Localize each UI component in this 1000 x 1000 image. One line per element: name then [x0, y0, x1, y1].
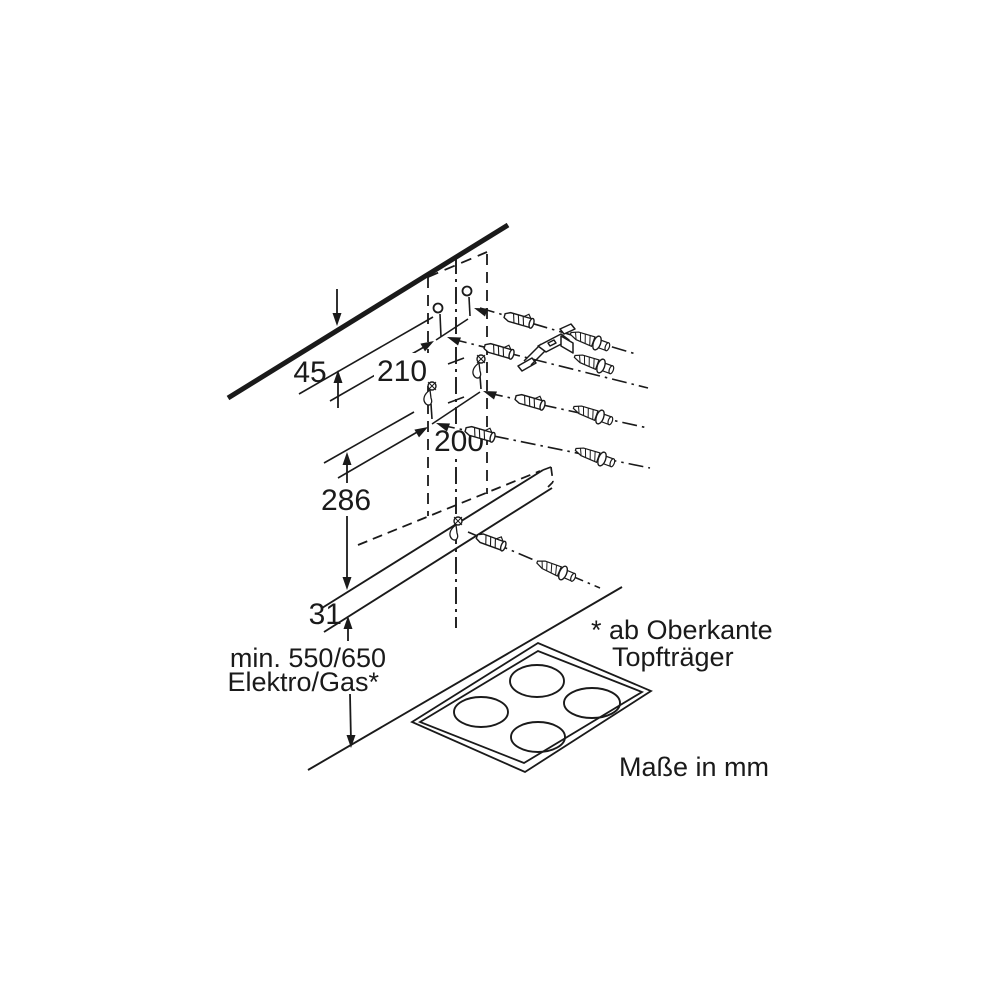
dimension-45: 45 — [293, 289, 343, 408]
burner — [453, 696, 509, 728]
wall-screw-right — [472, 354, 486, 379]
ceiling-line — [226, 222, 510, 401]
hood-bottom-edge — [321, 466, 554, 633]
lower-mounting-stems — [430, 375, 482, 420]
dimension-210: 210 — [329, 318, 469, 402]
dim-286-label: 286 — [321, 484, 371, 517]
min-height-label-line1: min. 550/650 — [230, 643, 386, 673]
dim-210-label: 210 — [377, 355, 427, 388]
countertop-line — [307, 586, 623, 771]
leader-arrowheads — [436, 308, 497, 432]
burner — [510, 721, 566, 753]
burner — [509, 664, 565, 698]
burner — [563, 687, 621, 719]
screw-icon — [569, 331, 611, 352]
wall-plug-icon — [503, 311, 535, 329]
units-note: Maße in mm — [619, 752, 769, 782]
screws — [536, 331, 616, 582]
dim-45-label: 45 — [293, 356, 326, 389]
dimension-31: 31 — [309, 598, 353, 641]
wall-plugs — [464, 311, 546, 552]
dimension-200: 200 — [337, 391, 486, 479]
asterisk-note: * ab Oberkante Topfträger — [591, 615, 773, 672]
duct-outline — [427, 251, 488, 516]
wall-screw-bottom — [449, 516, 463, 541]
top-mounting-holes — [432, 285, 473, 338]
mounting-bracket-icon — [517, 323, 576, 372]
top-holes-reference-line — [298, 316, 434, 395]
asterisk-note-line1: * ab Oberkante — [591, 615, 773, 645]
wall-screw-left — [423, 381, 437, 406]
lower-holes-reference-line — [323, 411, 415, 464]
min-height-label-line2: Elektro/Gas* — [227, 667, 379, 697]
asterisk-note-line2: Topfträger — [612, 642, 734, 672]
dimension-286: 286 — [320, 452, 372, 590]
dimension-min-height: min. 550/650 Elektro/Gas* — [225, 642, 389, 748]
dim-31-label: 31 — [309, 598, 342, 631]
cooktop — [410, 641, 653, 774]
